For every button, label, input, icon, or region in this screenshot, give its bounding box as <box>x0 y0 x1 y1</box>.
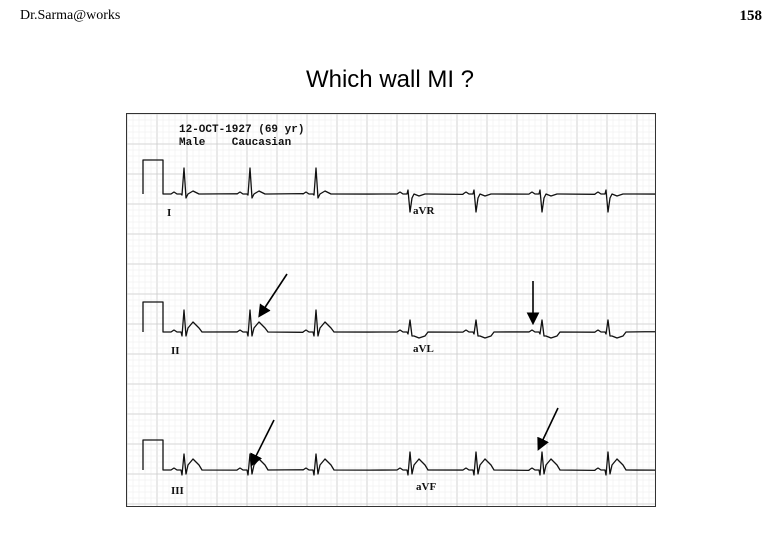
lead-label-avl: aVL <box>413 343 434 355</box>
ecg-image: 12-OCT-1927 (69 yr) Male Caucasian I aVR… <box>126 113 656 507</box>
author-label: Dr.Sarma@works <box>20 8 120 24</box>
lead-label-i: I <box>167 207 171 219</box>
arrow <box>252 420 274 464</box>
lead-label-avr: aVR <box>413 205 435 217</box>
lead-label-avf: aVF <box>416 481 436 493</box>
ecg-patient-line: Male Caucasian <box>179 137 291 149</box>
slide-title: Which wall MI ? <box>0 66 780 94</box>
lead-label-iii: III <box>171 485 184 497</box>
ecg-date-line: 12-OCT-1927 (69 yr) <box>179 124 304 136</box>
page-number: 158 <box>740 8 763 25</box>
annotation-arrows <box>252 274 558 464</box>
ecg-traces <box>143 160 655 475</box>
lead-label-ii: II <box>171 345 180 357</box>
lead-ii-avl-trace <box>143 302 655 338</box>
ecg-tracing: 12-OCT-1927 (69 yr) Male Caucasian I aVR… <box>127 114 655 506</box>
lead-iii-avf-trace <box>143 440 655 475</box>
ecg-grid <box>127 114 655 506</box>
